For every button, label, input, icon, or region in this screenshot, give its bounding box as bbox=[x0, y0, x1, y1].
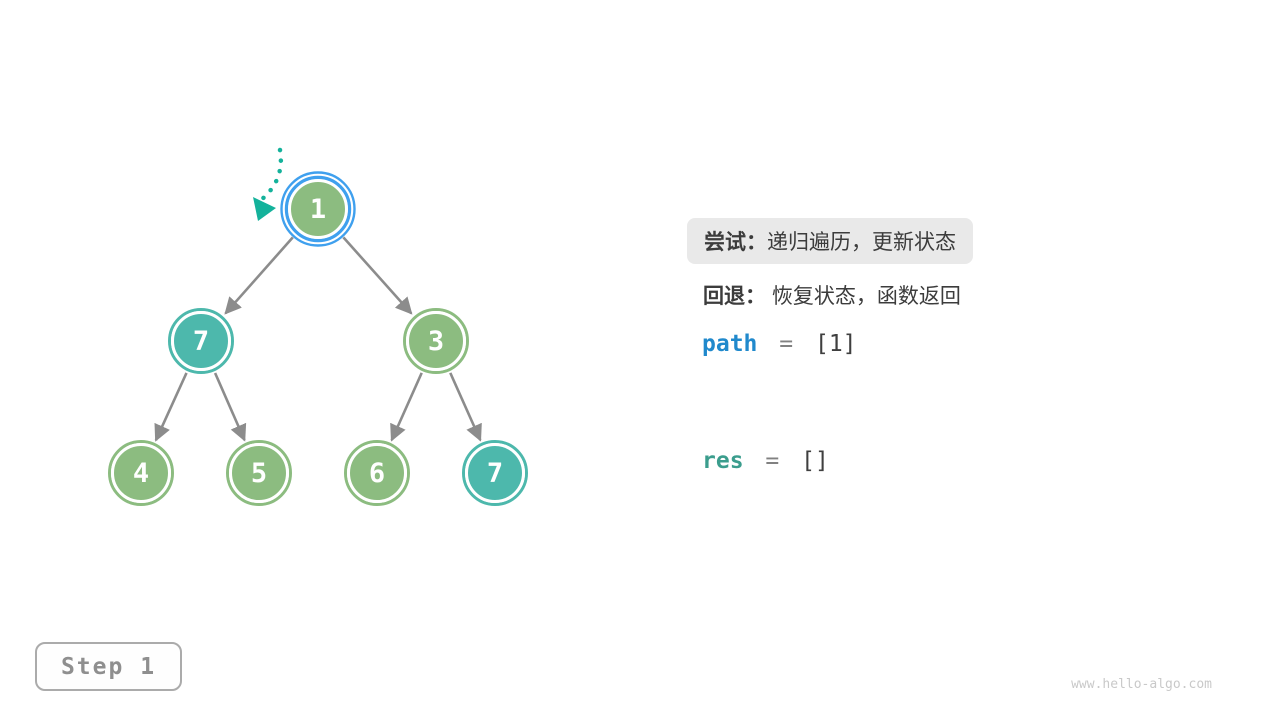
path-variable: path bbox=[702, 331, 758, 357]
backtrack-text: 恢复状态，函数返回 bbox=[771, 285, 961, 308]
node-value: 7 bbox=[487, 458, 503, 489]
tree-node-4: 4 bbox=[108, 440, 174, 506]
path-equals: = bbox=[779, 331, 794, 357]
tree-node-7-left: 7 bbox=[168, 308, 234, 374]
res-variable: res bbox=[702, 448, 744, 474]
edge-7-5 bbox=[213, 372, 247, 442]
backtrack-annotation: 回退： 恢复状态，函数返回 bbox=[703, 280, 961, 310]
tree-node-1-current: 1 bbox=[280, 171, 356, 247]
node-value: 3 bbox=[428, 326, 444, 357]
watermark: www.hello-algo.com bbox=[1071, 677, 1212, 692]
backtrack-label: 回退： bbox=[703, 285, 766, 308]
node-value: 4 bbox=[133, 458, 149, 489]
edge-1-3 bbox=[342, 236, 413, 315]
edge-3-6 bbox=[390, 372, 423, 442]
pointer-arrowhead bbox=[253, 197, 276, 221]
node-value: 6 bbox=[369, 458, 385, 489]
tree-node-5: 5 bbox=[226, 440, 292, 506]
tree-node-6: 6 bbox=[344, 440, 410, 506]
current-pointer-arrow bbox=[253, 147, 284, 221]
path-value: [1] bbox=[814, 331, 857, 357]
edge-3-7r bbox=[449, 372, 482, 442]
try-annotation: 尝试： 递归遍历，更新状态 bbox=[687, 218, 973, 264]
tree-node-7-right: 7 bbox=[462, 440, 528, 506]
res-equals: = bbox=[765, 448, 780, 474]
edge-7-4 bbox=[154, 372, 188, 442]
node-value: 1 bbox=[310, 194, 326, 225]
res-state-line: res = [] bbox=[702, 448, 829, 474]
tree-edges bbox=[154, 236, 482, 442]
try-label: 尝试： bbox=[704, 231, 767, 254]
node-value: 7 bbox=[193, 326, 209, 357]
res-value: [] bbox=[801, 448, 829, 474]
try-text: 递归遍历，更新状态 bbox=[767, 231, 956, 254]
step-badge: Step 1 bbox=[35, 642, 182, 691]
path-state-line: path = [1] bbox=[702, 331, 857, 357]
node-value: 5 bbox=[251, 458, 267, 489]
tree-node-3: 3 bbox=[403, 308, 469, 374]
binary-tree-diagram: 1 7 3 4 5 6 bbox=[108, 147, 528, 506]
edge-1-7 bbox=[224, 236, 294, 315]
